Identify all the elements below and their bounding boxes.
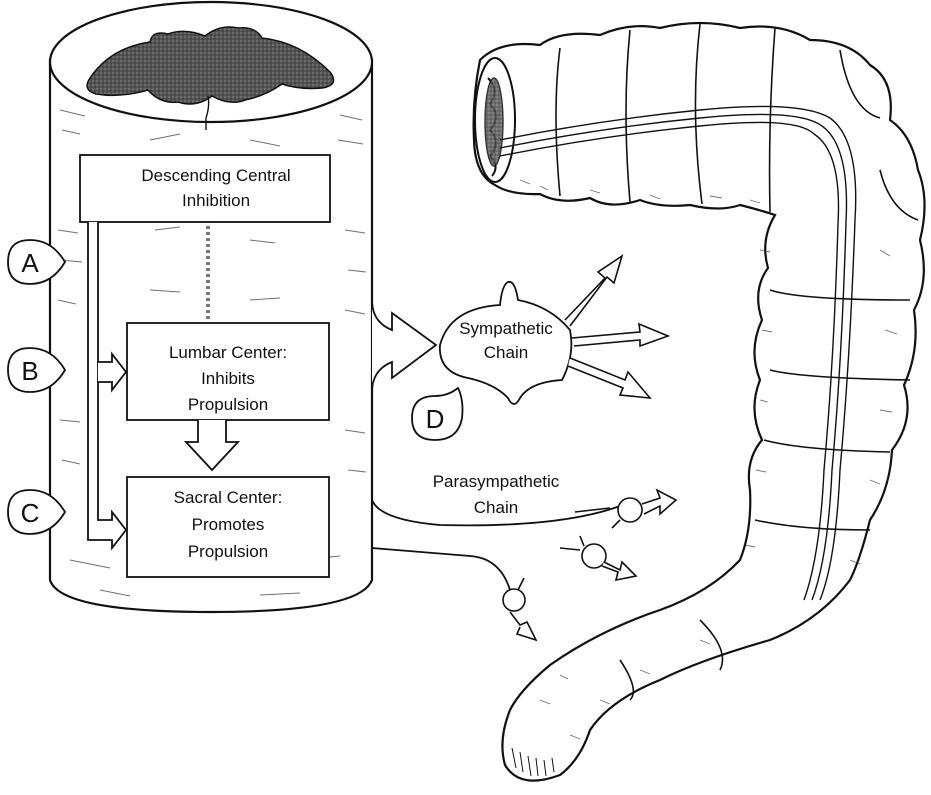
marker-c-label: C [21, 498, 40, 528]
sacral-box-line3: Propulsion [188, 542, 268, 561]
sympathetic-outflow-arrow [372, 300, 436, 392]
sacral-box-line1: Sacral Center: [174, 488, 283, 507]
sacral-center-box: Sacral Center: Promotes Propulsion [127, 477, 329, 577]
lumbar-center-box: Lumbar Center: Inhibits Propulsion [127, 323, 329, 420]
sympathetic-fiber-arrows [565, 256, 668, 398]
marker-b-label: B [21, 356, 38, 386]
sympathetic-ganglion: Sympathetic Chain [440, 282, 572, 404]
lumbar-box-line2: Inhibits [201, 369, 255, 388]
marker-d-label: D [426, 404, 445, 434]
lumbar-box-line3: Propulsion [188, 395, 268, 414]
lumbar-box-line1: Lumbar Center: [169, 343, 287, 362]
sympathetic-chain-line1: Sympathetic [459, 319, 553, 338]
descending-box-line1: Descending Central [141, 166, 290, 185]
parasympathetic-chain-line1: Parasympathetic [433, 472, 560, 491]
sympathetic-chain-line2: Chain [484, 343, 528, 362]
parasympathetic-chain-line2: Chain [474, 498, 518, 517]
descending-central-inhibition-box: Descending Central Inhibition [80, 155, 330, 222]
descending-box-line2: Inhibition [182, 191, 250, 210]
marker-d: D [412, 388, 463, 440]
sacral-box-line2: Promotes [192, 515, 265, 534]
marker-a-label: A [21, 248, 39, 278]
colon [474, 23, 925, 781]
